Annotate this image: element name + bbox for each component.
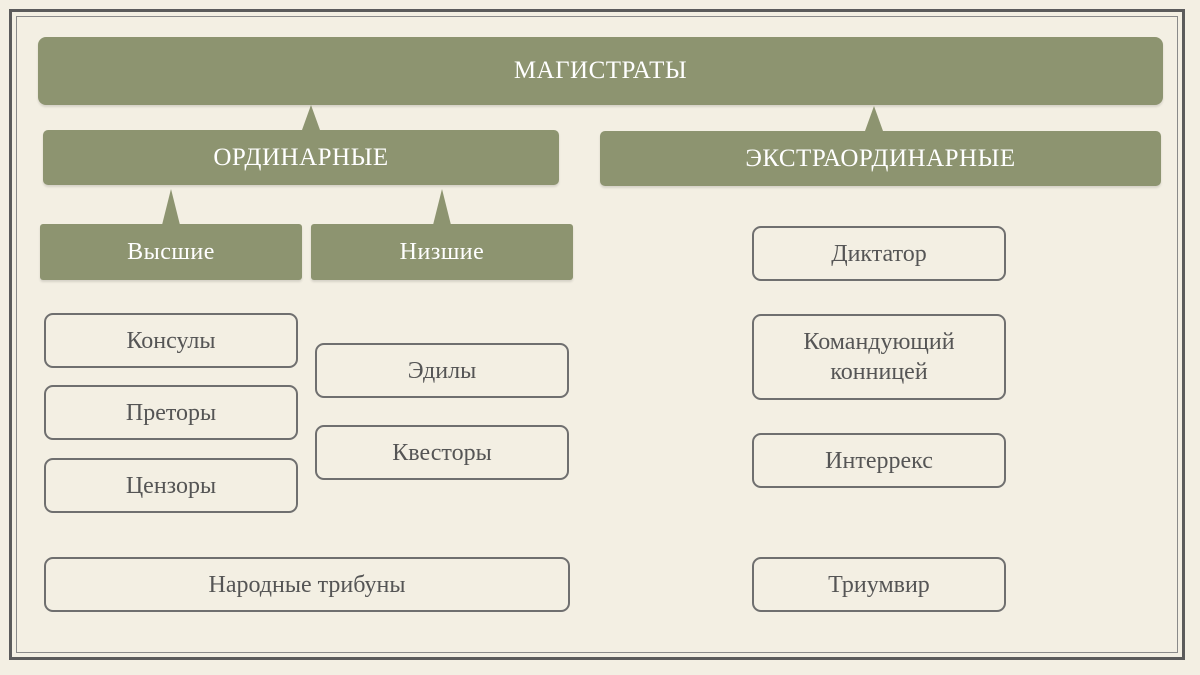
arrow-up-higher xyxy=(162,189,180,225)
dictator-box: Диктатор xyxy=(752,226,1006,281)
quaestors-box: Квесторы xyxy=(315,425,569,480)
censors-box: Цензоры xyxy=(44,458,298,513)
lower-subcategory: Низшие xyxy=(311,224,573,280)
extraordinary-category: ЭКСТРАОРДИНАРНЫЕ xyxy=(600,131,1161,186)
inner-frame xyxy=(16,16,1178,653)
arrow-up-extraordinary xyxy=(865,106,883,131)
magistrates-header: МАГИСТРАТЫ xyxy=(38,37,1163,105)
ordinary-category: ОРДИНАРНЫЕ xyxy=(43,130,559,185)
aediles-box: Эдилы xyxy=(315,343,569,398)
higher-subcategory: Высшие xyxy=(40,224,302,280)
cavalry-commander-box: Командующий конницей xyxy=(752,314,1006,400)
tribunes-box: Народные трибуны xyxy=(44,557,570,612)
arrow-up-ordinary xyxy=(302,105,320,130)
consuls-box: Консулы xyxy=(44,313,298,368)
arrow-up-lower xyxy=(433,189,451,225)
outer-frame xyxy=(9,9,1185,660)
praetors-box: Преторы xyxy=(44,385,298,440)
triumvir-box: Триумвир xyxy=(752,557,1006,612)
interrex-box: Интеррекс xyxy=(752,433,1006,488)
